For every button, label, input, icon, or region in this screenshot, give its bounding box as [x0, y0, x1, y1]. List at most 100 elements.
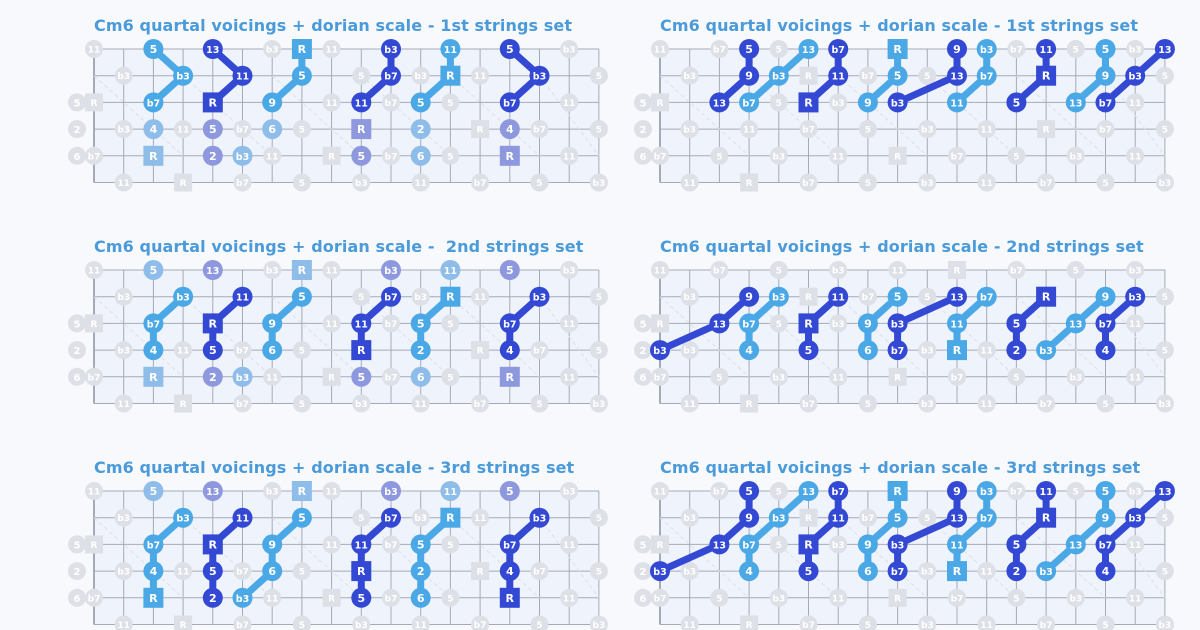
ghost-scale-label: 11 — [891, 267, 904, 277]
chord-tone-dot — [857, 92, 878, 113]
ghost-scale-label: b7 — [802, 126, 815, 136]
chord-tone-dot — [1095, 534, 1116, 555]
chord-tone-dot — [887, 313, 908, 334]
chord-tone-label: 5 — [298, 70, 306, 83]
ghost-scale-label: 5 — [596, 514, 602, 524]
chord-tone-dot — [828, 286, 849, 307]
chord-tone-dot — [410, 366, 431, 387]
ghost-scale-dot — [829, 261, 848, 279]
chord-tone-dot — [410, 92, 431, 113]
chord-tone-label: 13 — [206, 487, 219, 498]
chord-tone-label: 2 — [209, 371, 217, 384]
string-number-marker — [68, 120, 86, 139]
ghost-scale-dot — [769, 482, 788, 500]
chord-tone-label: b3 — [384, 266, 397, 277]
ghost-scale-dot — [710, 261, 729, 279]
ghost-scale-dot — [530, 562, 549, 581]
fretboard-background — [94, 491, 599, 625]
string-number-label: 6 — [74, 152, 81, 163]
chord-tone-label: R — [149, 150, 158, 163]
string-number-label: 5 — [74, 319, 81, 330]
ghost-scale-label: 5 — [596, 126, 602, 136]
chord-tone-dot — [499, 92, 520, 113]
ghost-scale-dot — [1155, 66, 1174, 85]
ghost-scale-label: b3 — [593, 179, 606, 189]
chord-tone-label: 11 — [1039, 45, 1052, 56]
ghost-scale-label: 11 — [654, 267, 667, 277]
chord-tone-label: 13 — [1069, 540, 1082, 551]
chord-tone-dot — [1036, 481, 1057, 501]
ghost-scale-label: b3 — [117, 514, 130, 524]
chord-tone-dot — [381, 481, 401, 501]
chord-tone-dot — [499, 119, 520, 140]
ghost-scale-label: b7 — [802, 400, 815, 410]
ghost-scale-dot — [560, 40, 579, 58]
ghost-scale-dot — [292, 615, 311, 630]
guide-line — [748, 75, 839, 157]
chord-tone-dot — [291, 286, 312, 307]
ghost-scale-label: 11 — [980, 179, 993, 189]
ghost-scale-label: R — [91, 541, 98, 551]
guide-line — [926, 75, 1017, 157]
chord-tone-dot — [1095, 286, 1116, 307]
ghost-scale-dot — [382, 314, 400, 333]
ghost-scale-dot — [560, 588, 579, 607]
chord-tone-label: 11 — [950, 98, 963, 109]
ghost-scale-dot — [651, 482, 669, 500]
ghost-scale-dot — [233, 341, 252, 360]
chord-tone-label: b7 — [1099, 540, 1112, 551]
chord-tone-dot — [440, 39, 461, 59]
chord-tone-label: b3 — [653, 567, 666, 578]
chord-tone-dot — [709, 313, 730, 334]
ghost-scale-dot — [471, 173, 490, 192]
chord-tone-dot — [1125, 507, 1146, 528]
string-number-label: 6 — [74, 373, 81, 384]
chord-tone-label: R — [209, 317, 218, 330]
ghost-scale-label: 11 — [980, 126, 993, 136]
ghost-scale-label: 5 — [1073, 267, 1079, 277]
chord-tone-dot — [143, 39, 164, 59]
ghost-scale-label: 5 — [924, 72, 930, 82]
voicing-link — [894, 487, 961, 575]
ghost-scale-dot — [977, 120, 996, 139]
ghost-scale-dot — [530, 341, 549, 360]
chord-tone-label: R — [357, 344, 366, 357]
ghost-scale-dot — [918, 508, 937, 527]
root-note-marker — [143, 145, 164, 166]
chord-tone-label: 2 — [209, 150, 217, 163]
chord-tone-dot — [828, 481, 849, 501]
ghost-scale-label: b7 — [951, 152, 964, 162]
ghost-scale-label: b7 — [802, 621, 815, 630]
chord-tone-label: b7 — [384, 514, 397, 525]
ghost-scale-dot — [85, 367, 103, 386]
chord-tone-label: 9 — [864, 538, 872, 551]
ghost-scale-label: b3 — [921, 347, 934, 357]
ghost-scale-dot — [233, 120, 252, 139]
chord-tone-label: 4 — [506, 123, 514, 136]
chord-tone-label: 5 — [894, 512, 902, 525]
ghost-scale-label: b3 — [563, 46, 576, 56]
ghost-scale-label: 11 — [563, 99, 576, 109]
ghost-scale-label: 11 — [980, 400, 993, 410]
chord-tone-dot — [143, 260, 164, 280]
ghost-scale-label: 5 — [1073, 46, 1079, 56]
ghost-scale-dot — [233, 173, 252, 192]
chord-tone-dot — [262, 340, 283, 361]
chord-tone-label: b3 — [176, 72, 189, 83]
ghost-scale-dot — [1007, 588, 1026, 607]
ghost-scale-label: 11 — [743, 126, 756, 136]
string-number-marker — [68, 146, 86, 165]
ghost-scale-label: b3 — [683, 514, 696, 524]
chord-tone-dot — [232, 587, 253, 608]
ghost-root-marker — [322, 588, 341, 607]
ghost-scale-dot — [829, 314, 848, 333]
guide-line — [360, 517, 451, 599]
ghost-scale-label: 5 — [716, 152, 722, 162]
ghost-scale-dot — [292, 120, 311, 139]
chord-tone-label: 5 — [745, 43, 753, 56]
ghost-scale-label: b7 — [1040, 400, 1053, 410]
ghost-scale-dot — [85, 261, 103, 279]
chord-tone-label: 5 — [298, 512, 306, 525]
chord-tone-label: b3 — [533, 514, 546, 525]
